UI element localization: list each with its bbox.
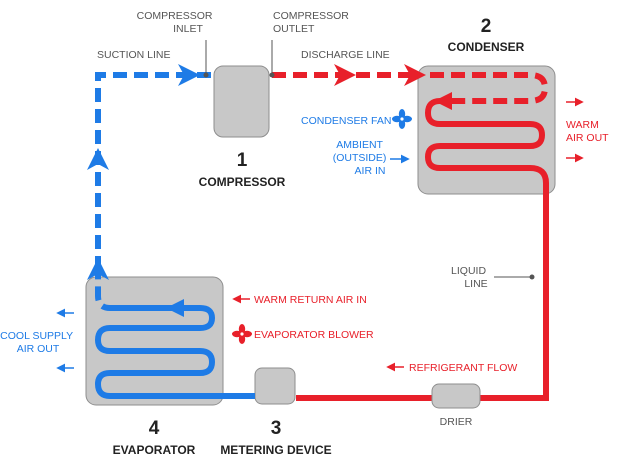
compressor-number: 1 [237,150,248,171]
evaporator-blower-icon [232,324,252,344]
evaporator-box [85,276,224,406]
discharge-arrow-1 [334,64,356,86]
refrigerant-flow-label: REFRIGERANT FLOW [409,362,517,374]
suction-line [95,72,212,270]
liquid-line-dot [529,274,535,280]
compressor-box [213,65,270,138]
liquid-line-label: LIQUID LINE [451,265,489,290]
compressor-name: COMPRESSOR [199,175,286,189]
suction-arrow-up-2 [87,148,109,170]
metering-device-number: 3 [271,418,282,439]
discharge-arrow-2 [404,64,426,86]
cool-supply-air-label: COOL SUPPLY AIR OUT [0,330,76,355]
condenser-box [417,65,556,195]
condenser-name: CONDENSER [448,40,525,54]
inlet-dot [203,72,209,78]
metering-device-box [254,367,296,405]
evaporator-number: 4 [149,418,160,439]
suction-arrow-right [178,64,200,86]
warm-air-out-label: WARM AIR OUT [566,119,609,144]
suction-line-label: SUCTION LINE [97,49,171,61]
evaporator-name: EVAPORATOR [113,443,196,457]
condenser-number: 2 [481,16,492,37]
evaporator-blower-label: EVAPORATOR BLOWER [254,329,374,341]
evaporator-inner-arrow [166,299,184,317]
evaporator-coil [94,305,255,399]
condenser-fan-icon [392,109,412,129]
drier-label: DRIER [440,416,473,428]
condenser-inner-arrow [434,92,452,110]
drier-box [431,383,481,409]
condenser-fan-label: CONDENSER FAN [301,115,391,127]
condenser-coil [424,98,549,401]
condenser-top-run [430,72,549,104]
compressor-inlet-label: COMPRESSOR INLET [137,10,216,35]
outlet-dot [269,72,275,78]
compressor-outlet-label: COMPRESSOR OUTLET [273,10,352,35]
warm-return-air-label: WARM RETURN AIR IN [254,294,367,306]
ambient-air-label: AMBIENT (OUTSIDE) AIR IN [333,139,390,177]
metering-device-name: METERING DEVICE [220,443,331,457]
discharge-line-label: DISCHARGE LINE [301,49,390,61]
evaporator-top-run [95,270,200,311]
suction-arrow-up-1 [87,258,109,280]
